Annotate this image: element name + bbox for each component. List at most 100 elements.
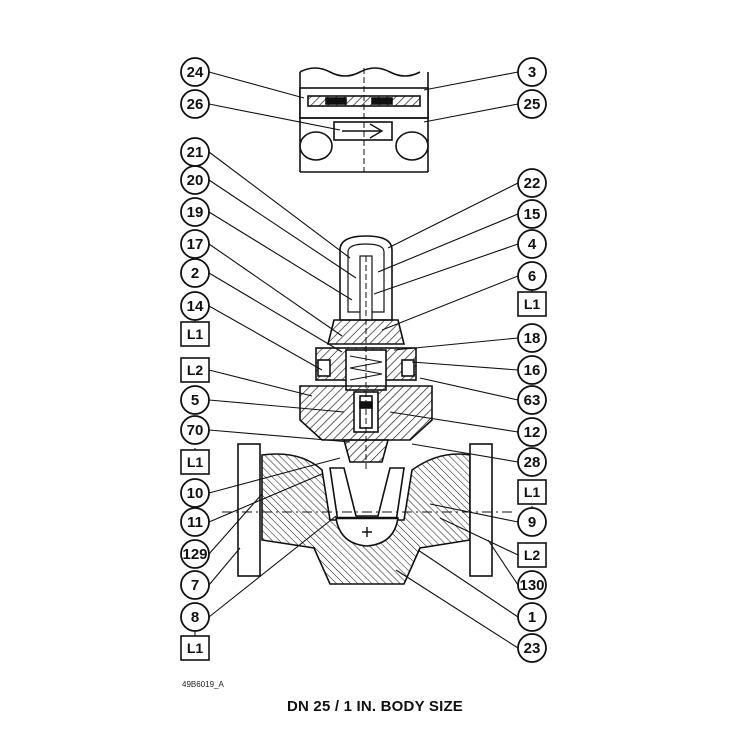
callout-number: 14 (187, 298, 204, 315)
callout-number: 23 (524, 640, 541, 657)
callout-right-3: 15 (517, 199, 547, 229)
callout-left-13: 10 (180, 478, 210, 508)
leader-line (208, 103, 341, 131)
leader-line (208, 515, 337, 618)
leader-line (387, 182, 519, 249)
leader-line (208, 243, 343, 337)
callout-number: 8 (191, 609, 199, 626)
callout-left-0: 24 (180, 57, 210, 87)
callout-left-4: 19 (180, 197, 210, 227)
callout-number: 12 (524, 424, 541, 441)
callout-right-16: 1 (517, 602, 547, 632)
callout-number: 70 (187, 422, 204, 439)
callout-number: L1 (524, 296, 541, 312)
leader-line (429, 503, 519, 523)
callout-left-7: 14 (180, 291, 210, 321)
leg-box-left-8: L1 (180, 321, 210, 347)
callout-left-3: 20 (180, 165, 210, 195)
leader-line (411, 361, 519, 371)
valve-cross-section (222, 235, 512, 585)
callout-left-10: 5 (180, 385, 210, 415)
callout-number: 19 (187, 204, 204, 221)
callout-right-7: 18 (517, 323, 547, 353)
leader-line (373, 243, 519, 295)
leg-box-right-6: L1 (517, 291, 547, 317)
callout-number: 9 (528, 514, 536, 531)
callout-number: 28 (524, 454, 541, 471)
leader-line (208, 429, 351, 443)
callout-number: 24 (187, 64, 204, 81)
leader-line (208, 305, 323, 371)
callout-number: L1 (187, 326, 204, 342)
callout-number: 21 (187, 144, 204, 161)
callout-number: 15 (524, 206, 541, 223)
leader-line (389, 411, 519, 433)
leader-line (208, 211, 353, 301)
leader-line (208, 399, 345, 413)
callout-right-4: 4 (517, 229, 547, 259)
leader-line (417, 549, 519, 618)
callout-number: 5 (191, 392, 199, 409)
callout-right-0: 3 (517, 57, 547, 87)
callout-left-11: 70 (180, 415, 210, 445)
callout-right-5: 6 (517, 261, 547, 291)
leader-line (208, 547, 241, 586)
leader-line (208, 369, 313, 397)
callout-labels: 242621201917214L1L2570L1101112978L132522… (180, 57, 547, 663)
callout-right-15: 130 (517, 570, 547, 600)
drawing-code: 49B6019_A (182, 680, 224, 689)
callout-left-2: 21 (180, 137, 210, 167)
leader-line (208, 493, 263, 555)
leg-box-right-14: L2 (517, 542, 547, 568)
leg-box-left-18: L1 (180, 635, 210, 661)
callout-number: 1 (528, 609, 536, 626)
callout-right-1: 25 (517, 89, 547, 119)
callout-right-10: 12 (517, 417, 547, 447)
leader-line (439, 517, 519, 556)
leg-box-right-12: L1 (517, 479, 547, 505)
callout-left-17: 8 (180, 602, 210, 632)
leg-box-left-12: L1 (180, 449, 210, 475)
callout-number: 11 (187, 514, 203, 531)
diagram-caption: DN 25 / 1 IN. BODY SIZE (286, 698, 464, 715)
top-detail-view (299, 67, 429, 173)
callout-number: 20 (187, 172, 204, 189)
leader-line (419, 377, 519, 401)
callout-left-16: 7 (180, 570, 210, 600)
callout-number: 63 (524, 392, 541, 409)
callout-number: 26 (187, 96, 204, 113)
callout-number: L1 (187, 454, 204, 470)
callout-number: L2 (524, 547, 541, 563)
leader-line (423, 103, 519, 123)
callout-left-14: 11 (180, 507, 210, 537)
callout-number: 22 (524, 175, 541, 192)
leader-line (208, 272, 343, 353)
leader-line (411, 443, 519, 463)
callout-number: 130 (519, 577, 544, 594)
callout-number: L2 (187, 362, 204, 378)
callout-left-5: 17 (180, 229, 210, 259)
leader-line (208, 179, 357, 279)
callout-number: L1 (524, 484, 541, 500)
leader-line (208, 457, 341, 494)
callout-number: 129 (182, 546, 207, 563)
callout-number: 3 (528, 64, 536, 81)
callout-number: 16 (524, 362, 541, 379)
leader-lines (194, 71, 533, 649)
leader-line (381, 275, 519, 331)
leader-line (487, 539, 519, 586)
leader-line (208, 151, 351, 259)
leader-line (395, 569, 519, 649)
callout-number: 7 (191, 577, 199, 594)
leg-box-left-9: L2 (180, 357, 210, 383)
leader-line (393, 337, 519, 351)
callout-right-13: 9 (517, 507, 547, 537)
callout-right-11: 28 (517, 447, 547, 477)
callout-right-8: 16 (517, 355, 547, 385)
callout-left-1: 26 (180, 89, 210, 119)
callout-number: 10 (187, 485, 204, 502)
callout-number: 6 (528, 268, 536, 285)
callout-right-17: 23 (517, 633, 547, 663)
